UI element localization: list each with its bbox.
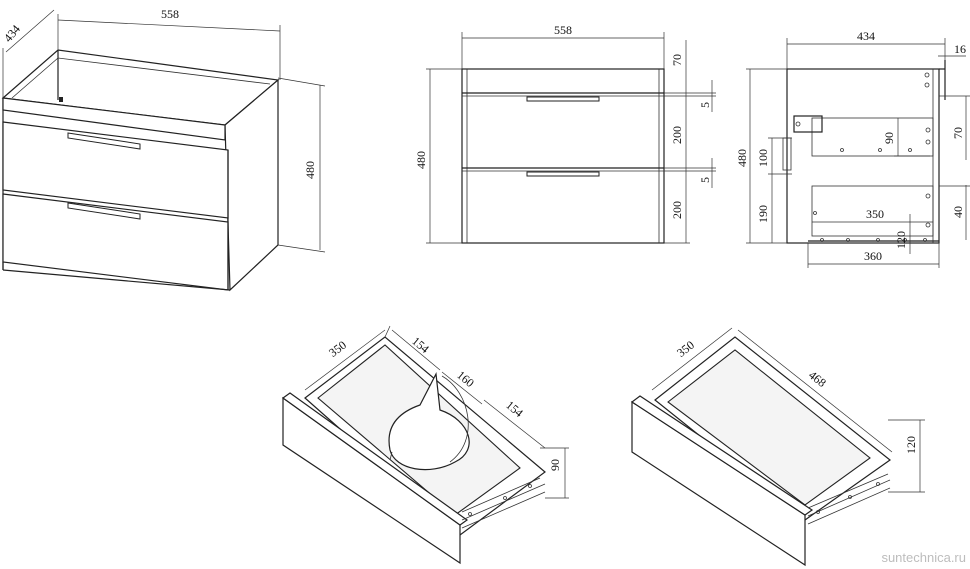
front-width-label: 558 xyxy=(554,23,572,37)
plain-d350-label: 350 xyxy=(674,338,697,360)
front-view: 558 480 70 200 200 5 5 xyxy=(414,23,716,244)
cutout-d154b-label: 154 xyxy=(503,398,526,420)
front-gap2-label: 5 xyxy=(698,177,712,183)
front-height-label: 480 xyxy=(414,151,428,169)
side-d190-label: 190 xyxy=(756,205,770,223)
front-drawer2-height-label: 200 xyxy=(670,201,684,219)
cabinet-height-label: 480 xyxy=(303,161,317,179)
side-d70-label: 70 xyxy=(951,127,965,139)
side-d360-label: 360 xyxy=(864,249,882,263)
side-d100-label: 100 xyxy=(756,149,770,167)
front-top-gap-label: 70 xyxy=(670,54,684,66)
side-d40-label: 40 xyxy=(951,206,965,218)
drawer-cutout-view: 350 154 160 154 90 xyxy=(281,325,569,565)
cutout-d350-label: 350 xyxy=(326,338,349,360)
side-d120-label: 120 xyxy=(894,231,908,249)
cutout-d154a-label: 154 xyxy=(409,334,432,356)
cutout-d90-label: 90 xyxy=(548,459,562,471)
front-gap1-label: 5 xyxy=(698,102,712,108)
drawer-2-handle xyxy=(67,202,141,220)
drawer-1-handle xyxy=(67,132,141,150)
cabinet-depth-label: 434 xyxy=(1,22,23,45)
side-back-label: 16 xyxy=(954,42,966,56)
side-depth-label: 434 xyxy=(857,29,875,43)
watermark-text: suntechnica.ru xyxy=(881,550,966,565)
cutout-d160-label: 160 xyxy=(454,368,477,390)
cabinet-isometric-view: 558 434 480 xyxy=(1,7,326,292)
side-view: 434 16 480 100 190 90 70 350 40 120 xyxy=(735,29,970,268)
side-d90-label: 90 xyxy=(882,132,896,144)
front-drawer1-height-label: 200 xyxy=(670,126,684,144)
cabinet-width-label: 558 xyxy=(161,7,179,21)
side-d350-label: 350 xyxy=(866,207,884,221)
plain-d120-label: 120 xyxy=(904,436,918,454)
drawer-plain-view: 350 468 120 xyxy=(630,327,925,567)
side-height-label: 480 xyxy=(735,149,749,167)
